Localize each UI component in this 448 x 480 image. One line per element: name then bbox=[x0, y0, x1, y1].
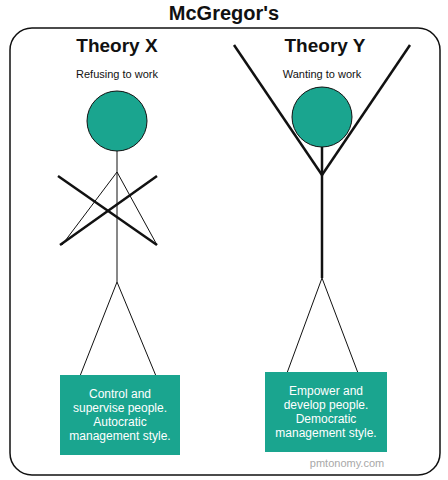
theory-heading: Theory X bbox=[17, 35, 217, 57]
box-text: Empower and develop people. Democratic m… bbox=[271, 384, 381, 440]
refusing-figure bbox=[58, 91, 157, 376]
diagram-title: McGregor's bbox=[124, 2, 324, 25]
watermark: pmtonomy.com bbox=[247, 457, 447, 469]
theory-caption: Refusing to work bbox=[17, 68, 217, 80]
management-box: Control and supervise people. Autocratic… bbox=[60, 375, 180, 455]
wanting-figure bbox=[234, 45, 410, 373]
theory-heading: Theory Y bbox=[225, 35, 425, 57]
box-text: Control and supervise people. Autocratic… bbox=[66, 387, 174, 443]
frame bbox=[10, 28, 440, 475]
management-box: Empower and develop people. Democratic m… bbox=[265, 372, 387, 452]
theory-caption: Wanting to work bbox=[222, 68, 422, 80]
